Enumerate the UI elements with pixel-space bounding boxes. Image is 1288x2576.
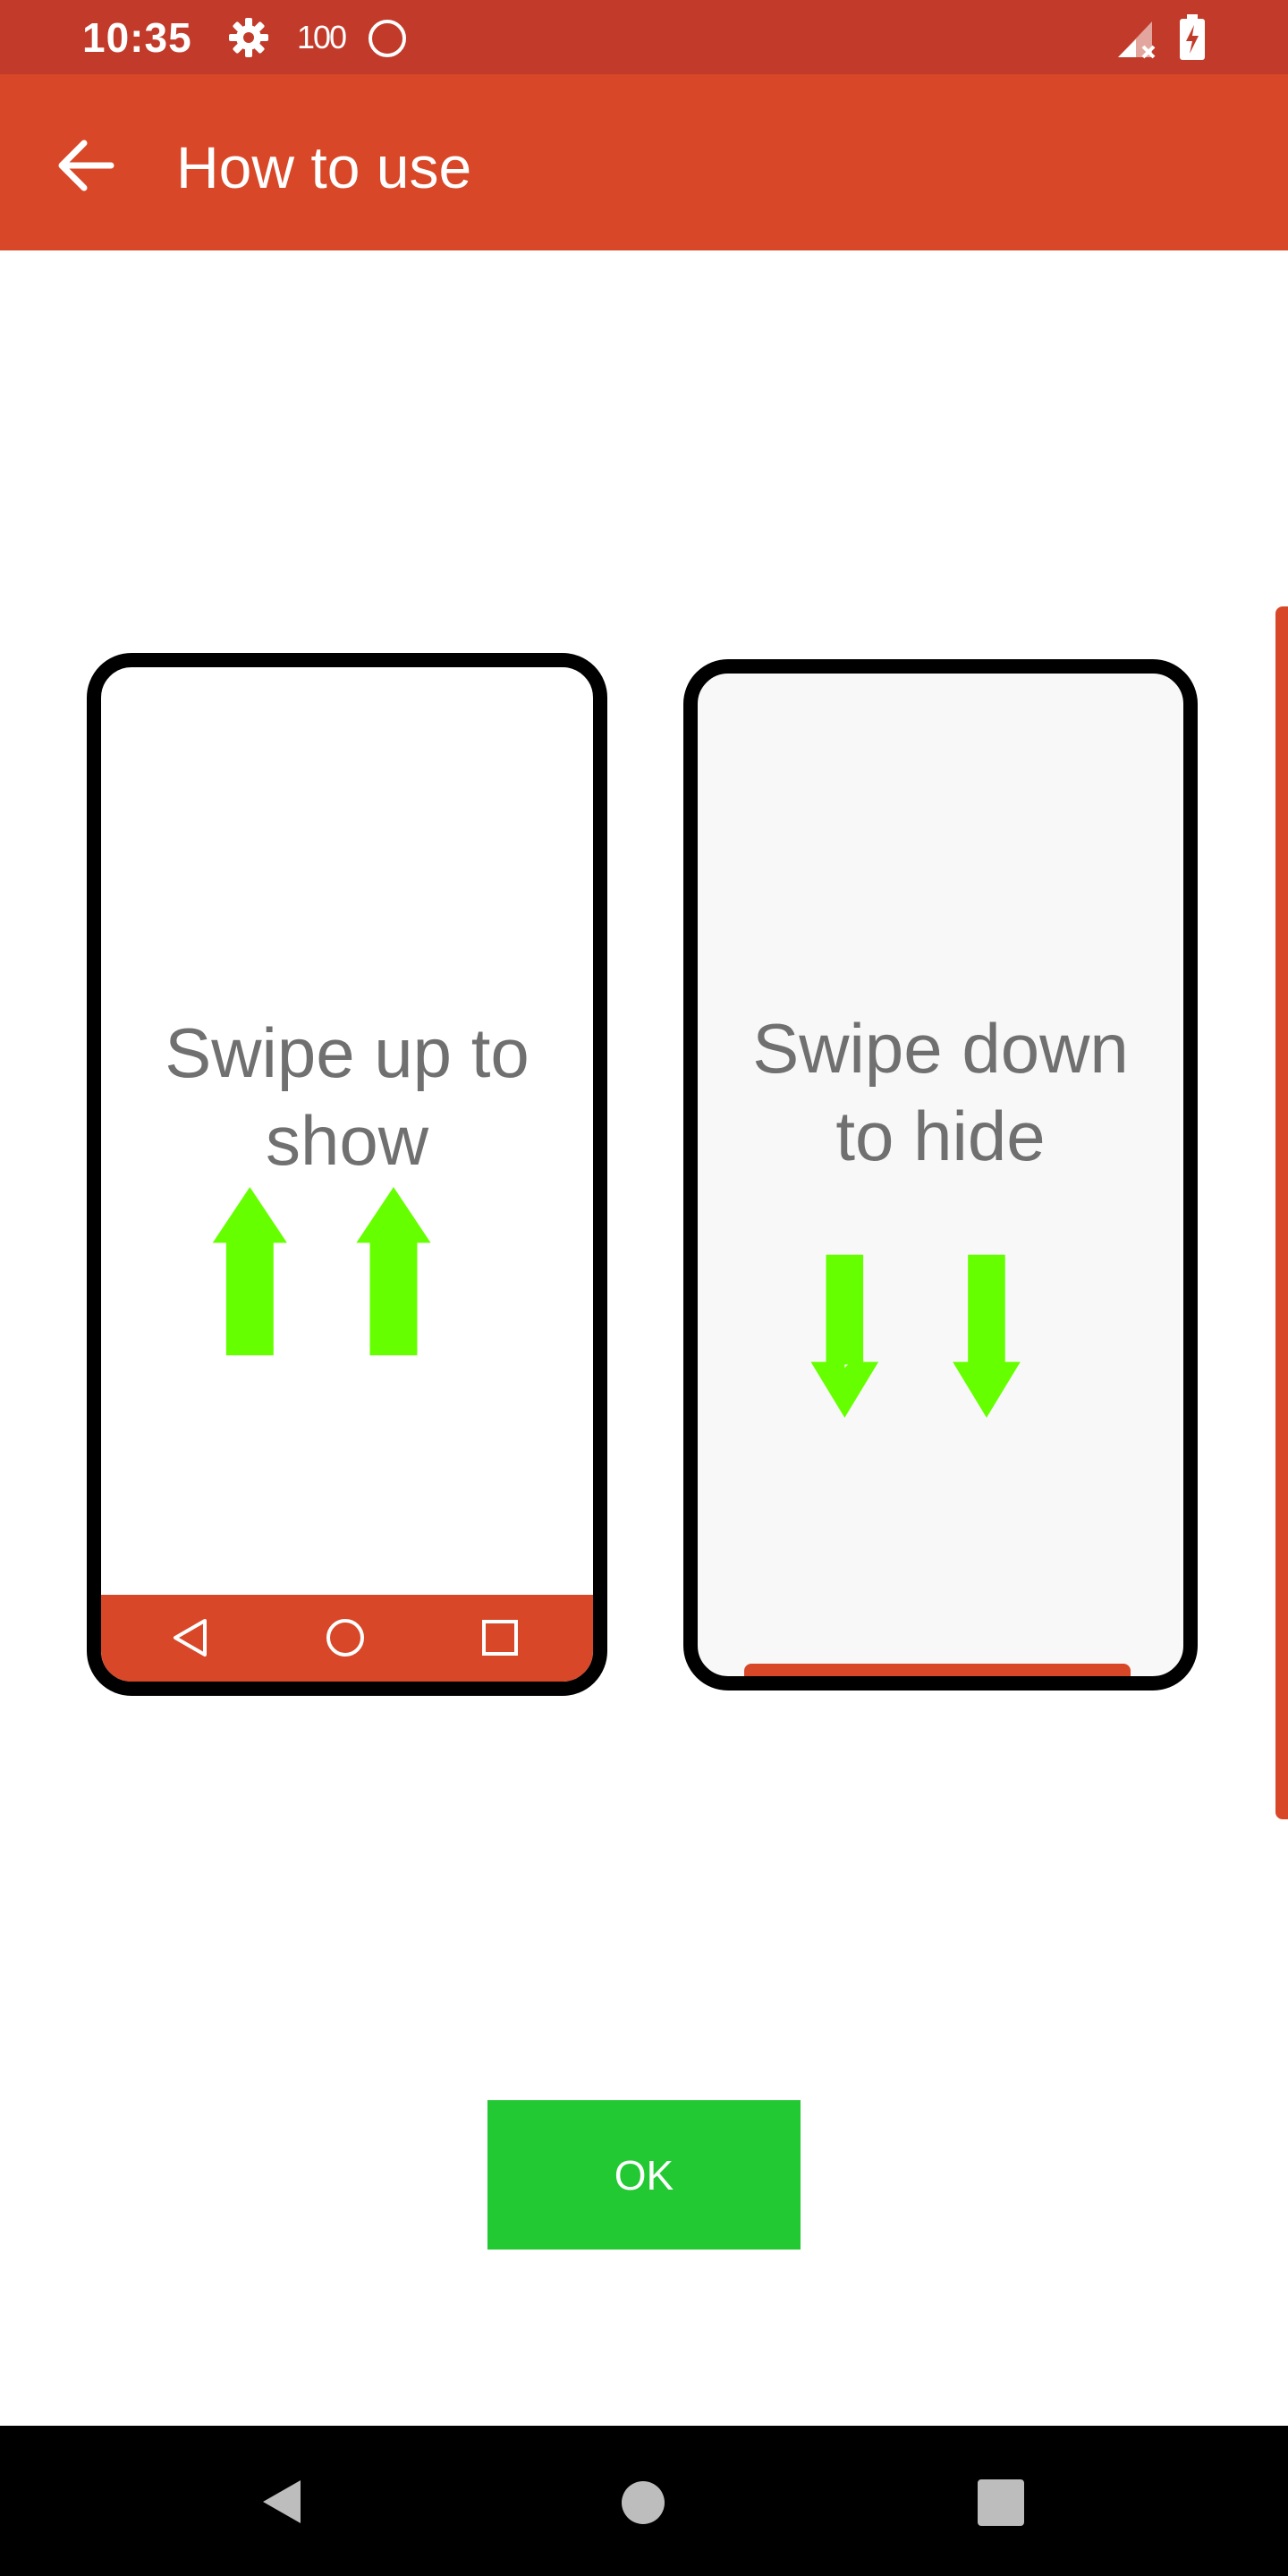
home-circle-icon[interactable] — [620, 2479, 666, 2526]
back-button[interactable] — [47, 125, 127, 206]
phone-navbar — [101, 1595, 593, 1682]
back-triangle-icon[interactable] — [258, 2477, 308, 2527]
system-navigation-bar — [0, 2426, 1288, 2576]
status-battery-text: 100 — [297, 19, 347, 55]
arrow-down-icon — [810, 1254, 879, 1418]
gear-icon — [229, 18, 268, 57]
back-triangle-icon — [174, 1619, 207, 1657]
arrow-left-icon — [58, 140, 114, 191]
swipe-up-caption: Swipe up to show — [165, 1013, 530, 1180]
home-circle-icon — [326, 1619, 364, 1657]
phone-illustration-hide: Swipe down to hide — [683, 659, 1198, 1690]
swipe-down-caption: Swipe down to hide — [752, 1009, 1129, 1175]
phone-illustration-show: Swipe up to show — [87, 653, 607, 1696]
recents-square-icon — [482, 1620, 518, 1656]
arrow-down-icon — [953, 1254, 1021, 1418]
signal-icon — [1118, 21, 1156, 59]
swipe-down-arrows — [810, 1254, 1021, 1418]
ok-button[interactable]: OK — [487, 2100, 801, 2250]
swipe-up-arrows — [212, 1187, 431, 1356]
circle-icon — [369, 20, 406, 57]
battery-icon — [1180, 14, 1205, 60]
arrow-up-icon — [212, 1187, 287, 1356]
recents-square-icon[interactable] — [977, 2479, 1025, 2526]
status-time: 10:35 — [82, 14, 192, 61]
page-title: How to use — [176, 134, 472, 200]
gesture-handle — [744, 1664, 1131, 1676]
arrow-up-icon — [356, 1187, 431, 1356]
status-bar: 10:35 100 — [0, 0, 1288, 74]
app-bar: How to use — [0, 74, 1288, 250]
scroll-indicator[interactable] — [1275, 606, 1288, 1819]
